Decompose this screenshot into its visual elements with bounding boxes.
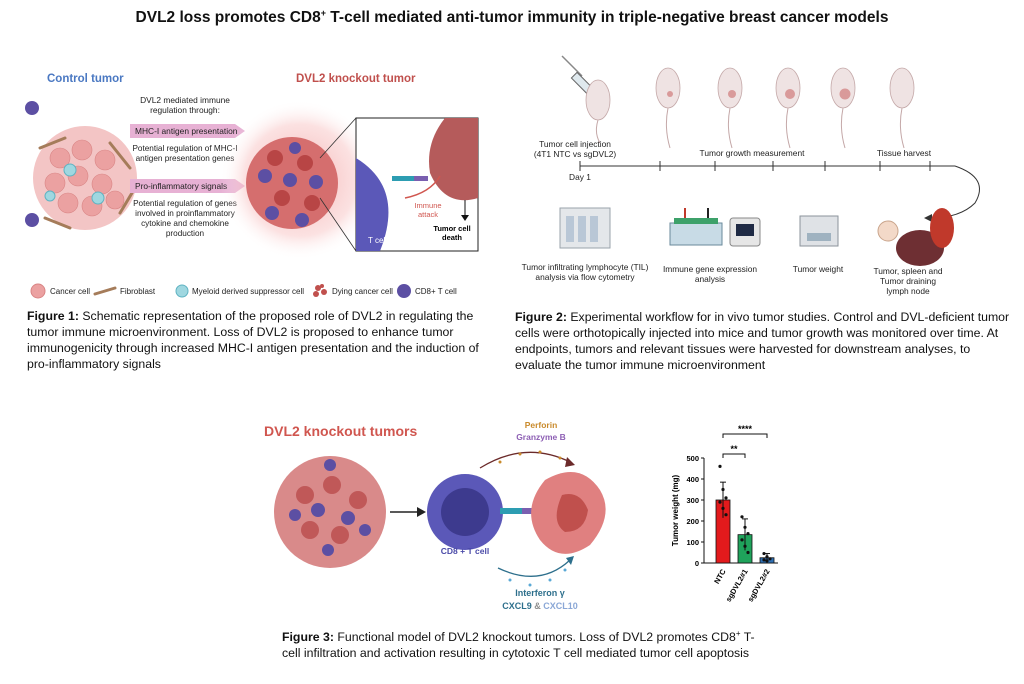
knockout-tumor-cluster-3 (274, 456, 386, 568)
perforin-label: Perforin (524, 420, 558, 430)
figure1-caption: Figure 1: Schematic representation of th… (27, 309, 479, 371)
svg-text:MHC-I antigen presentation: MHC-I antigen presentation (135, 126, 238, 136)
svg-text:Immune: Immune (414, 201, 441, 210)
cd8-label: CD8 + T cell (440, 546, 490, 556)
data-point (721, 487, 725, 492)
svg-text:(4T1 NTC vs sgDVL2): (4T1 NTC vs sgDVL2) (534, 149, 617, 159)
svg-text:production: production (166, 229, 205, 238)
balance-icon (799, 215, 839, 247)
svg-text:lymph node: lymph node (886, 286, 930, 296)
svg-text:Tissue harvest: Tissue harvest (877, 148, 932, 158)
y-tick-label: 0 (695, 559, 699, 568)
data-point (762, 558, 766, 562)
legend-dying-cell: Dying cancer cell (332, 287, 393, 296)
legend-mdsc: Myeloid derived suppressor cell (192, 287, 304, 296)
svg-text:Potential regulation of MHC-I: Potential regulation of MHC-I (132, 144, 237, 153)
svg-text:attack: attack (418, 210, 438, 219)
svg-text:involved in proinflammatory: involved in proinflammatory (135, 209, 236, 218)
knockout-tumor-cluster (220, 100, 380, 260)
significance-label: ** (730, 444, 738, 454)
svg-text:T cell: T cell (368, 236, 387, 245)
data-point (718, 464, 722, 468)
granzyme-label: Granzyme B (516, 432, 566, 442)
svg-text:death: death (442, 233, 462, 242)
svg-text:antigen presentation genes: antigen presentation genes (136, 154, 235, 163)
y-tick-label: 500 (686, 454, 699, 463)
data-point (718, 500, 722, 504)
svg-text:DVL2 mediated immune: DVL2 mediated immune (140, 95, 230, 105)
x-tick-label: NTC (712, 567, 728, 585)
figure3-caption: Figure 3: Functional model of DVL2 knock… (282, 629, 755, 661)
data-point (740, 538, 744, 542)
mouse-icons (585, 67, 915, 121)
svg-text:Tumor cell: Tumor cell (433, 224, 470, 233)
figure3-illustration (274, 450, 606, 587)
data-point (768, 557, 772, 561)
svg-text:Day 1: Day 1 (569, 172, 591, 182)
data-point (746, 550, 750, 555)
knockout-tumor-label: DVL2 knockout tumor (296, 73, 416, 85)
data-point (765, 555, 769, 559)
pcr-machine-icon (729, 217, 761, 247)
svg-text:analysis via flow cytometry: analysis via flow cytometry (535, 272, 635, 282)
legend-cancer-cell: Cancer cell (50, 287, 90, 296)
svg-text:Tumor, spleen and: Tumor, spleen and (873, 266, 942, 276)
data-point (743, 525, 747, 529)
svg-text:Pro-inflammatory signals: Pro-inflammatory signals (135, 181, 227, 191)
svg-text:Tumor cell injection: Tumor cell injection (539, 139, 611, 149)
data-point (724, 513, 728, 517)
y-tick-label: 400 (686, 475, 699, 484)
legend-fibroblast: Fibroblast (120, 287, 156, 296)
svg-text:regulation through:: regulation through: (150, 105, 220, 115)
data-point (765, 559, 769, 563)
data-point (743, 544, 747, 548)
figure2-caption: Figure 2: Experimental workflow for in v… (515, 310, 1010, 372)
y-tick-label: 200 (686, 517, 699, 526)
gel-electrophoresis-icon (669, 208, 723, 246)
ifn-label: Interferon γ (515, 588, 565, 598)
y-axis-label: Tumor weight (mg) (671, 474, 680, 546)
svg-text:analysis: analysis (695, 274, 725, 284)
figure1-illustration: DVL2 mediated immune regulation through:… (25, 95, 479, 260)
flow-cytometer-icon (559, 207, 611, 249)
data-point (724, 496, 728, 500)
significance-bracket (722, 433, 768, 438)
figure2-workflow: Tumor cell injection (4T1 NTC vs sgDVL2)… (522, 55, 980, 296)
x-tick-label: sgDVL2#2 (746, 568, 772, 604)
svg-text:Tumor draining: Tumor draining (880, 276, 936, 286)
data-point (740, 515, 744, 519)
significance-label: **** (738, 424, 753, 434)
control-tumor-cluster (25, 101, 137, 230)
page-title: DVL2 loss promotes CD8+ T-cell mediated … (135, 8, 889, 27)
y-tick-label: 300 (686, 496, 699, 505)
data-point (746, 532, 750, 536)
svg-text:Tumor weight: Tumor weight (793, 264, 844, 274)
svg-text:Potential regulation of genes: Potential regulation of genes (133, 199, 237, 208)
control-tumor-label: Control tumor (47, 73, 124, 85)
data-point (721, 506, 725, 510)
figure1-legend: Cancer cell Fibroblast Myeloid derived s… (30, 283, 457, 299)
tissue-icon (877, 208, 954, 266)
svg-text:Immune gene expression: Immune gene expression (663, 264, 757, 274)
svg-text:Tumor infiltrating lymphocyte: Tumor infiltrating lymphocyte (TIL) (522, 262, 649, 272)
svg-text:cytokine and chemokine: cytokine and chemokine (141, 219, 229, 228)
data-point (762, 551, 766, 556)
significance-bracket (722, 453, 746, 458)
figure3-header: DVL2 knockout tumors (264, 423, 418, 439)
legend-cd8: CD8+ T cell (415, 287, 457, 296)
y-tick-label: 100 (686, 538, 699, 547)
svg-text:Tumor growth measurement: Tumor growth measurement (700, 148, 806, 158)
chemokine-label: CXCL9 & CXCL10 (502, 601, 578, 611)
